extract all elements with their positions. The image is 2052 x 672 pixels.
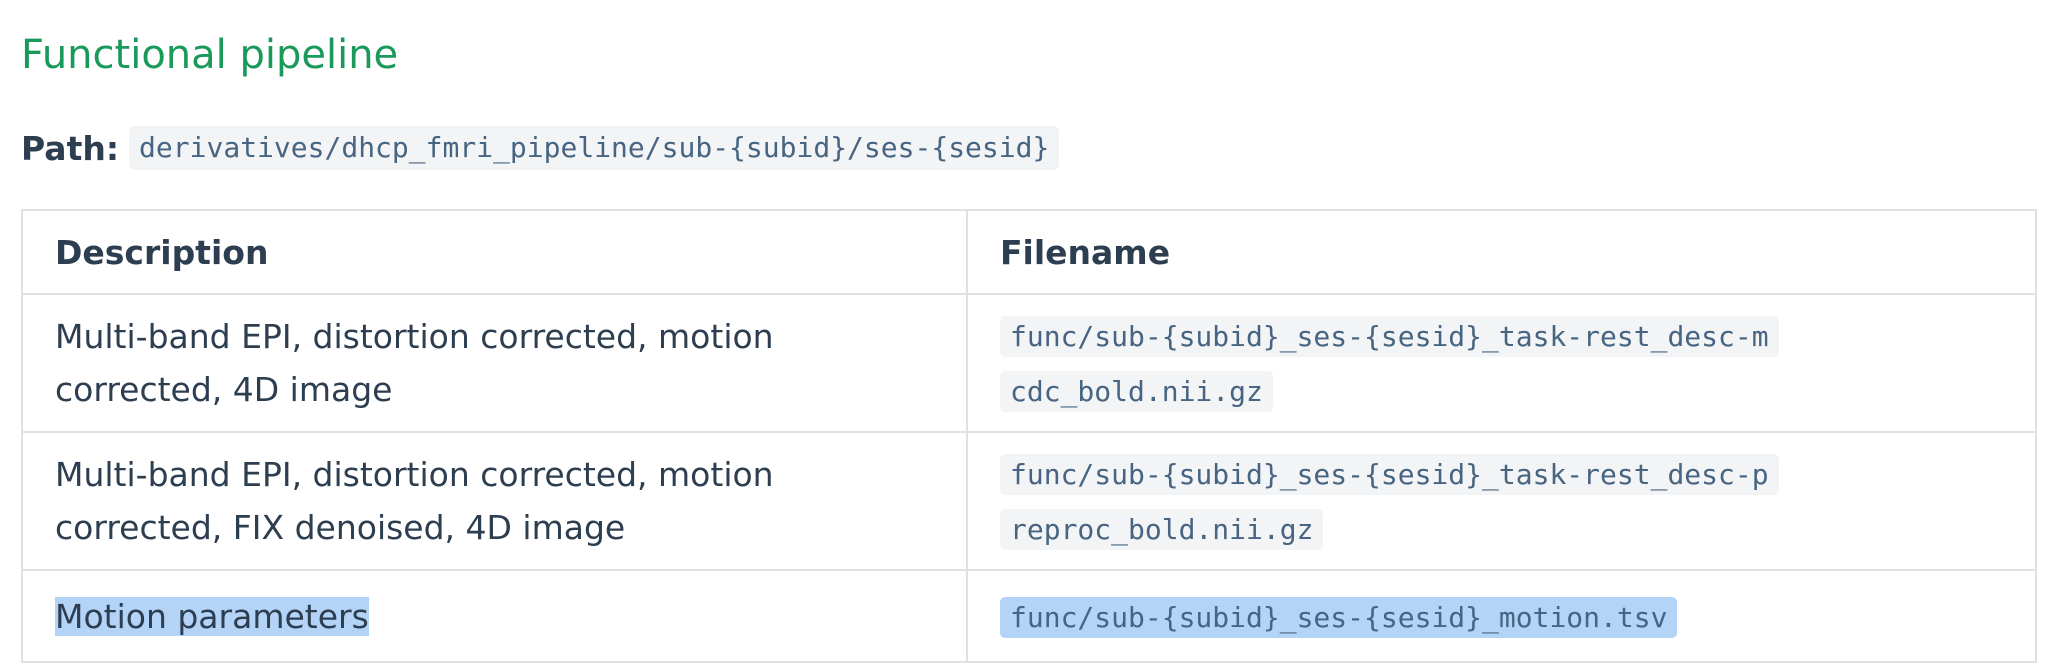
path-code: derivatives/dhcp_fmri_pipeline/sub-{subi… [129, 126, 1060, 170]
table-row: Multi-band EPI, distortion corrected, mo… [21, 431, 2037, 571]
row-filename: func/sub-{subid}_ses-{sesid}_motion.tsv [966, 569, 2037, 663]
table-row: Multi-band EPI, distortion corrected, mo… [21, 293, 2037, 433]
filename-wrapper: func/sub-{subid}_ses-{sesid}_task-rest_d… [1000, 446, 1780, 556]
table-header-row: Description Filename [21, 209, 2037, 295]
filename-wrapper: func/sub-{subid}_ses-{sesid}_motion.tsv [1000, 589, 1780, 644]
row-description: Motion parameters [21, 569, 968, 663]
description-text: Multi-band EPI, distortion corrected, mo… [55, 317, 774, 409]
filename-code: func/sub-{subid}_ses-{sesid}_task-rest_d… [1000, 454, 1779, 550]
filename-wrapper: func/sub-{subid}_ses-{sesid}_task-rest_d… [1000, 308, 1780, 418]
table-row: Motion parameters func/sub-{subid}_ses-{… [21, 569, 2037, 663]
path-line: Path: derivatives/dhcp_fmri_pipeline/sub… [21, 126, 1060, 170]
description-text-selected: Motion parameters [55, 596, 369, 636]
filename-code: func/sub-{subid}_ses-{sesid}_task-rest_d… [1000, 316, 1779, 412]
path-label: Path: [21, 128, 120, 168]
row-description: Multi-band EPI, distortion corrected, mo… [21, 293, 968, 433]
description-text: Multi-band EPI, distortion corrected, mo… [55, 455, 774, 547]
header-description: Description [21, 209, 968, 295]
section-title: Functional pipeline [21, 32, 399, 78]
outputs-table: Description Filename Multi-band EPI, dis… [21, 209, 2037, 663]
filename-code-selected: func/sub-{subid}_ses-{sesid}_motion.tsv [1000, 596, 1678, 638]
row-description: Multi-band EPI, distortion corrected, mo… [21, 431, 968, 571]
header-filename: Filename [966, 209, 2037, 295]
row-filename: func/sub-{subid}_ses-{sesid}_task-rest_d… [966, 293, 2037, 433]
row-filename: func/sub-{subid}_ses-{sesid}_task-rest_d… [966, 431, 2037, 571]
